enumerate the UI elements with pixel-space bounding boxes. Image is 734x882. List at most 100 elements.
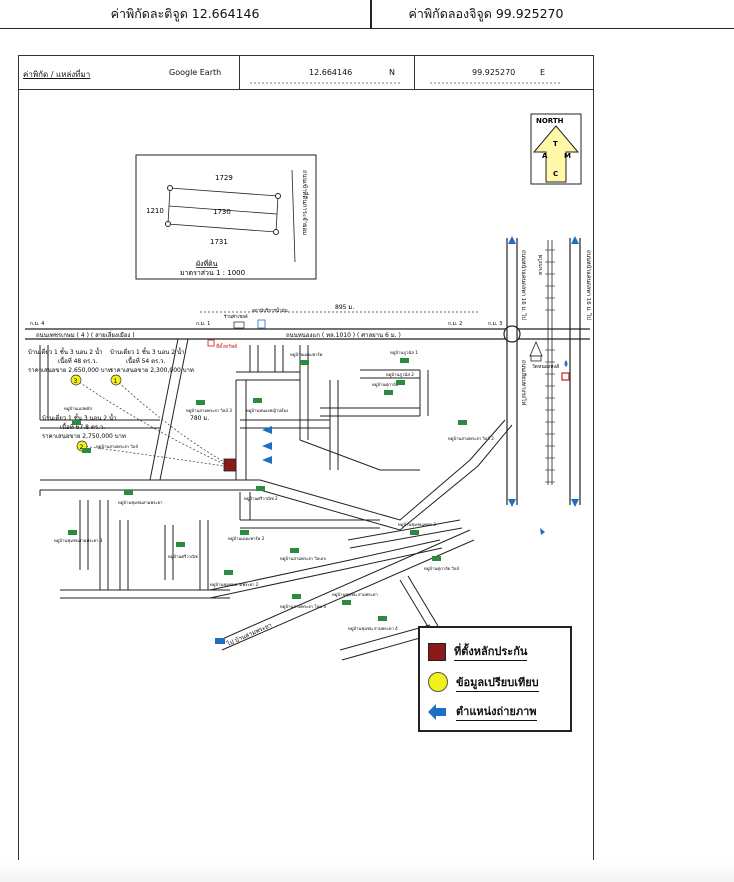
north-sign: NORTH T A M C xyxy=(530,113,582,185)
lat-value: 12.664146 xyxy=(309,68,353,77)
legend-comparable: ข้อมูลเปรียบเทียบ xyxy=(428,672,539,692)
latitude-label: ค่าพิกัดละติจูด 12.664146 xyxy=(110,6,260,21)
svg-text:หมู่บ้านชุมชน สามพระยา 4: หมู่บ้านชุมชน สามพระยา 4 xyxy=(348,626,398,632)
village-14: หมู่บ้านสามพระยา โฮม 3 xyxy=(280,594,326,610)
village-12: หมู่บ้านเดอะพาร์ค 2 xyxy=(228,530,265,542)
svg-text:หมู่บ้านชุมชน สามพระยา: หมู่บ้านชุมชน สามพระยา xyxy=(332,592,378,598)
latitude-cell: ค่าพิกัดละติจูด 12.664146 xyxy=(0,0,372,29)
longitude-cell: ค่าพิกัดลองจิจูด 99.925270 xyxy=(372,0,600,29)
subject-location-marker xyxy=(223,458,237,472)
village-9: หมู่บ้านศรีวาณิช xyxy=(168,542,198,560)
north-letter-a: A xyxy=(542,152,548,160)
plot-side-road: ถนนเข้าที่ดินภาระจำยอม xyxy=(301,170,309,235)
lat-dir: N xyxy=(389,68,395,77)
footer-shade xyxy=(0,860,734,882)
photo-position-icon xyxy=(540,528,545,535)
village-2: หมู่บ้านชุมชนสามพระยา xyxy=(118,490,162,506)
svg-text:หมู่บ้านชุมชนสามพระยา: หมู่บ้านชุมชนสามพระยา xyxy=(118,500,162,506)
lon-value: 99.925270 xyxy=(472,68,516,77)
lot-top-number: 1729 xyxy=(215,174,233,182)
comp3-line2: เนื้อที่ 48 ตร.ว. xyxy=(58,355,98,365)
svg-text:หมู่บ้านเอสพลัส: หมู่บ้านเอสพลัส xyxy=(64,406,92,412)
village-13: หมู่บ้านศรีวาณิช 2 xyxy=(244,486,278,502)
legend-photo-label: ตำแหน่งถ่ายภาพ xyxy=(456,702,537,721)
sheet-header: ค่าพิกัด / แหล่งที่มา Google Earth 12.66… xyxy=(19,56,593,90)
coordinate-header-bar: ค่าพิกัดละติจูด 12.664146 ค่าพิกัดลองจิจ… xyxy=(0,0,734,30)
temple-icon xyxy=(529,340,543,362)
svg-text:หมู่บ้านเดอะพาร์ค: หมู่บ้านเดอะพาร์ค xyxy=(290,352,323,358)
svg-text:หมู่บ้านชุมชนสามพระยา 2: หมู่บ้านชุมชนสามพระยา 2 xyxy=(210,582,259,588)
header-lon-cell: 99.925270 E xyxy=(414,56,592,89)
svg-text:หมู่บ้านหนองหญ้าปล้อง: หมู่บ้านหนองหญ้าปล้อง xyxy=(246,408,288,414)
distance-top: 895 ม. xyxy=(335,304,354,311)
longitude-label: ค่าพิกัดลองจิจูด 99.925270 xyxy=(408,6,564,21)
km-marker-3: ก.ม. 1 xyxy=(196,321,210,327)
red-landmark-icon xyxy=(561,372,570,381)
svg-text:หมู่บ้านศรีวาณิช 2: หมู่บ้านศรีวาณิช 2 xyxy=(244,496,278,502)
map-legend: ที่ตั้งหลักประกัน ข้อมูลเปรียบเทียบ ตำแห… xyxy=(418,626,572,732)
village-0: หมู่บ้านเอสพลัส xyxy=(64,406,92,425)
village-15: หมู่บ้านชุมชน สามพระยา xyxy=(332,592,378,605)
subject-tag: ที่ตั้งทรัพย์ xyxy=(216,341,237,350)
bottom-road-marker xyxy=(215,638,225,644)
village-17: หมู่บ้านศุภาลัย วิลล์ xyxy=(424,556,459,572)
shop-label: ร้านค้าเชลล์ xyxy=(224,313,248,320)
comparable-2-number: 2 xyxy=(80,444,84,451)
temple-label: วัดหนองหงส์ xyxy=(532,363,559,370)
north-letter-c: C xyxy=(553,170,558,178)
header-source-cell: ค่าพิกัด / แหล่งที่มา Google Earth xyxy=(19,56,240,89)
village-11: หมู่บ้านสามพระยา วิลเลจ xyxy=(280,548,326,562)
village-20: หมู่บ้านภูวนัส 2 xyxy=(386,372,414,385)
north-letter-t: T xyxy=(553,140,558,148)
rail-label: ทางรถไฟ xyxy=(537,254,544,275)
right-road-label-1: ถนนหน้าแคนดลพา 16 ม. ไป xyxy=(520,250,527,320)
distance-mid: 780 ม. xyxy=(190,415,209,422)
gas-drop-icon xyxy=(564,360,568,367)
svg-text:หมู่บ้านสามพระยา วิลล์: หมู่บ้านสามพระยา วิลล์ xyxy=(96,444,138,450)
comp3-line1: บ้านเดี่ยว 1 ชั้น 3 นอน 2 น้ำ xyxy=(28,346,102,356)
village-5: หมู่บ้านเดอะพาร์ค xyxy=(290,352,323,365)
svg-text:หมู่บ้านเดอะพาร์ค 2: หมู่บ้านเดอะพาร์ค 2 xyxy=(228,536,265,542)
comparable-3-number: 3 xyxy=(74,378,78,385)
main-road-label: ถนนเพชรเกษม ( 4 ) ( สายเลี่ยงเมือง ) xyxy=(36,331,135,339)
svg-text:หมู่บ้านสามพระยา โฮม 3: หมู่บ้านสามพระยา โฮม 3 xyxy=(280,604,326,610)
svg-text:หมู่บ้านศุภาลัย: หมู่บ้านศุภาลัย xyxy=(372,382,399,388)
svg-text:หมู่บ้านศุภาลัย วิลล์: หมู่บ้านศุภาลัย วิลล์ xyxy=(424,566,459,572)
comp2-line2: เนื้อที่ 67.8 ตร.ว. xyxy=(60,421,105,431)
comparable-swatch xyxy=(428,672,448,692)
village-18: หมู่บ้านชุมชน สามพระยา 4 xyxy=(348,616,398,632)
main-road xyxy=(25,328,590,340)
village-10: หมู่บ้านชุมชนสามพระยา 2 xyxy=(210,570,259,588)
village-3: หมู่บ้านสามพระยา วิลล์ 3 xyxy=(186,400,232,414)
upper-road-label: ถนนหนองแก ( ทล.1010 ) ( ศาลยาน 6 ม. ) xyxy=(286,332,401,339)
source-value: Google Earth xyxy=(169,68,222,77)
plot-plan: 1729 1730 1731 1210 ถนนเข้าที่ดินภาระจำย… xyxy=(135,154,317,280)
header-lat-cell: 12.664146 N xyxy=(239,56,415,89)
plot-plan-title: ผังที่ดิน xyxy=(196,259,218,268)
svg-text:หมู่บ้านศรีวาณิช: หมู่บ้านศรีวาณิช xyxy=(168,554,198,560)
comparable-3-marker xyxy=(70,374,82,386)
north-letter-m: M xyxy=(564,152,571,160)
comp1-line2: เนื้อที่ 54 ตร.ว. xyxy=(126,355,166,365)
lon-dir: E xyxy=(540,68,546,77)
legend-photo: ตำแหน่งถ่ายภาพ xyxy=(428,702,537,721)
lot-middle-number: 1730 xyxy=(213,208,231,216)
right-road-blue-arrows xyxy=(508,236,579,507)
svg-text:หมู่บ้านภูวนัส 2: หมู่บ้านภูวนัส 2 xyxy=(386,372,414,378)
local-streets xyxy=(39,338,513,661)
km-marker-2: ก.ม. 2 xyxy=(448,321,462,327)
comparable-1-number: 1 xyxy=(114,378,118,385)
photo-arrows xyxy=(262,426,272,464)
village-6: หมู่บ้านศุภาลัย xyxy=(372,382,399,395)
svg-text:หมู่บ้านสามพระยา วิลล์ 3: หมู่บ้านสามพระยา วิลล์ 3 xyxy=(186,408,232,414)
comp2-line1: บ้านเดี่ยว 1 ชั้น 3 นอน 2 น้ำ xyxy=(42,412,116,422)
village-16: หมู่บ้านชุมชนเพชร 2 xyxy=(398,522,436,535)
photo-arrow-icon xyxy=(428,703,446,720)
svg-text:หมู่บ้านชุมชนเพชร 2: หมู่บ้านชุมชนเพชร 2 xyxy=(398,522,436,528)
coord-source-label: ค่าพิกัด / แหล่งที่มา xyxy=(23,70,91,79)
right-vertical-roads xyxy=(506,238,581,505)
village-19: หมู่บ้านภูวนัส 1 xyxy=(390,350,418,363)
gas-station-label: สถานีบริการน้ำมัน xyxy=(252,307,288,314)
subject-swatch xyxy=(428,642,446,661)
